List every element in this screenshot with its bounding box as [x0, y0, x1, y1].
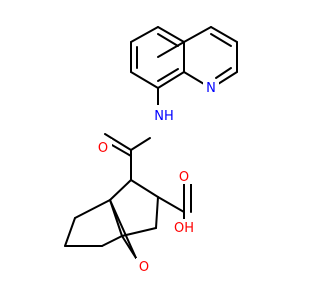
- bond: [130, 179, 159, 198]
- structure-canvas: N NH O O OH O: [64, 26, 238, 275]
- bond: [101, 235, 123, 247]
- bond: [157, 71, 185, 89]
- bond: [109, 179, 132, 201]
- oxabicyclo-core: [64, 179, 159, 259]
- atom-label-hydroxyl: OH: [174, 221, 194, 236]
- bond: [121, 235, 137, 259]
- bond: [215, 67, 232, 79]
- bond: [183, 26, 212, 43]
- atom-label-ring-nitrogen: N: [206, 81, 216, 96]
- bond: [109, 199, 137, 259]
- atom-label-amide-nh: NH: [154, 109, 174, 124]
- bond: [217, 71, 238, 85]
- quinoline-benzo-ring: [130, 26, 185, 89]
- bond: [157, 26, 185, 43]
- atom-label-acid-oxygen: O: [179, 170, 189, 185]
- bond: [183, 71, 205, 85]
- amide-group: [104, 87, 159, 181]
- bond: [104, 133, 132, 151]
- bond: [155, 196, 159, 229]
- bond: [157, 196, 185, 213]
- bond: [157, 41, 185, 58]
- bond: [210, 33, 232, 47]
- bond: [210, 26, 238, 43]
- molecule-diagram: N NH O O OH O: [64, 26, 238, 275]
- quinoline-pyridine-ring: [183, 26, 238, 85]
- bond: [157, 68, 179, 82]
- atom-label-carbonyl-oxygen: O: [98, 141, 108, 156]
- bond: [130, 137, 151, 151]
- bond: [130, 26, 159, 43]
- atom-labels: N NH O O OH O: [96, 79, 219, 275]
- bond: [74, 199, 111, 219]
- atom-label-bridge-oxygen: O: [139, 260, 149, 275]
- bond: [157, 33, 179, 47]
- bond: [64, 217, 76, 247]
- carboxylic-acid-group: [157, 183, 192, 225]
- bond: [121, 227, 157, 237]
- bond: [130, 71, 159, 89]
